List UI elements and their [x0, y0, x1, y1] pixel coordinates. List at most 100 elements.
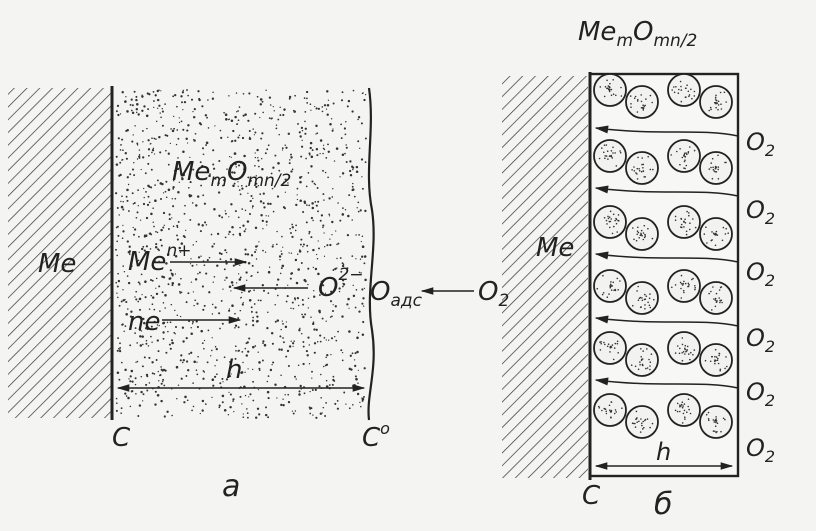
- stipple-dot: [197, 355, 199, 358]
- stipple-dot: [265, 215, 267, 217]
- particle-dot: [717, 178, 720, 180]
- stipple-dot: [161, 124, 164, 127]
- particle-dot: [724, 161, 726, 164]
- stipple-dot: [238, 106, 241, 108]
- stipple-dot: [305, 185, 308, 188]
- stipple-dot: [147, 108, 150, 111]
- particle-dot: [642, 420, 644, 423]
- particle-dot: [639, 361, 641, 363]
- stipple-dot: [191, 323, 194, 325]
- stipple-dot: [192, 405, 195, 408]
- particle-dot: [683, 280, 685, 283]
- stipple-dot: [150, 335, 152, 338]
- stipple-dot: [357, 118, 359, 121]
- stipple-dot: [255, 311, 258, 314]
- stipple-dot: [357, 331, 360, 334]
- stipple-dot: [362, 297, 365, 300]
- stipple-dot: [296, 198, 299, 201]
- particle-dot: [685, 96, 687, 98]
- particle-dot: [684, 222, 687, 224]
- stipple-dot: [313, 295, 316, 298]
- stipple-dot: [130, 98, 133, 101]
- stipple-dot: [303, 200, 306, 203]
- stipple-dot: [186, 399, 189, 402]
- particle-dot: [705, 226, 707, 228]
- stipple-dot: [177, 384, 180, 386]
- stipple-dot: [241, 303, 244, 306]
- particle-dot: [674, 409, 677, 412]
- stipple-dot: [247, 176, 250, 179]
- stipple-dot: [305, 350, 308, 353]
- stipple-dot: [212, 281, 214, 283]
- particle-dot: [693, 149, 696, 152]
- stipple-dot: [244, 394, 247, 397]
- stipple-dot: [171, 341, 174, 345]
- stipple-dot: [218, 312, 221, 315]
- stipple-dot: [221, 377, 224, 380]
- stipple-dot: [222, 288, 224, 290]
- stipple-dot: [217, 191, 221, 194]
- conc-inner-a: C: [112, 423, 131, 453]
- stipple-dot: [350, 368, 353, 371]
- stipple-dot: [183, 401, 186, 404]
- stipple-dot: [161, 380, 164, 383]
- stipple-dot: [242, 416, 245, 419]
- stipple-dot: [194, 132, 197, 135]
- stipple-dot: [190, 281, 193, 283]
- stipple-dot: [302, 362, 305, 366]
- particle-dot: [676, 150, 678, 153]
- particle-dot: [717, 100, 720, 103]
- particle-dot: [638, 168, 640, 170]
- particle-dot: [710, 108, 712, 111]
- stipple-dot: [299, 199, 302, 203]
- particle-dot: [708, 292, 710, 295]
- stipple-dot: [162, 368, 166, 372]
- particle-dot: [630, 106, 632, 108]
- particle-dot: [637, 156, 639, 159]
- stipple-dot: [335, 339, 338, 342]
- stipple-dot: [258, 367, 261, 370]
- stipple-dot: [255, 258, 258, 260]
- particle-dot: [717, 108, 719, 111]
- particle-dot: [706, 242, 708, 244]
- oxide-particles: [593, 73, 733, 439]
- stipple-dot: [129, 405, 132, 408]
- stipple-dot: [212, 91, 214, 94]
- stipple-dot: [298, 250, 302, 253]
- particle-dot: [715, 431, 717, 434]
- stipple-dot: [180, 120, 183, 123]
- stipple-dot: [325, 402, 327, 404]
- particle-dot: [711, 177, 714, 180]
- particle-dot: [708, 109, 710, 112]
- stipple-dot: [163, 224, 165, 226]
- particle-dot: [642, 170, 645, 172]
- stipple-dot: [361, 255, 364, 258]
- stipple-dot: [200, 329, 203, 333]
- stipple-dot: [303, 392, 306, 395]
- particle-dot: [643, 224, 646, 227]
- particle-dot: [687, 285, 690, 288]
- stipple-dot: [276, 195, 280, 198]
- stipple-dot: [281, 147, 284, 150]
- stipple-dot: [247, 261, 251, 265]
- stipple-dot: [352, 89, 355, 92]
- stipple-dot: [250, 306, 253, 309]
- stipple-dot: [223, 268, 226, 271]
- stipple-dot: [259, 299, 262, 302]
- stipple-dot: [224, 279, 226, 281]
- stipple-dot: [357, 382, 359, 384]
- particle-dot: [610, 401, 613, 403]
- particle-dot: [649, 426, 651, 429]
- stipple-dot: [197, 256, 201, 259]
- particle-dot: [640, 348, 642, 350]
- stipple-dot: [201, 399, 205, 403]
- particle-dot: [608, 216, 611, 218]
- stipple-dot: [201, 342, 204, 344]
- stipple-dot: [361, 288, 364, 291]
- particle-dot: [653, 298, 655, 301]
- oxide-outer-boundary-a: [367, 87, 375, 421]
- particle-dot: [634, 426, 637, 428]
- stipple-dot: [241, 208, 244, 210]
- stipple-dot: [179, 290, 181, 293]
- stipple-dot: [313, 290, 315, 292]
